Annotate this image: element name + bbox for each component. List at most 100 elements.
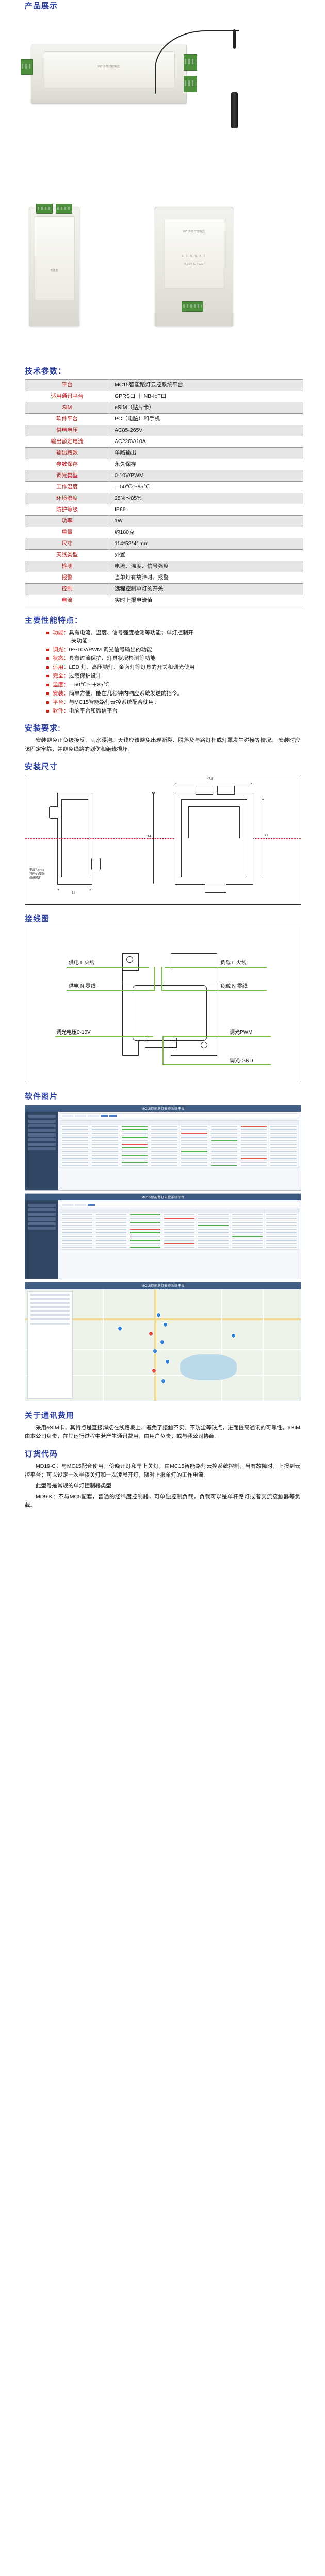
param-key: 供电电压 (25, 425, 109, 436)
feature-key: 软件： (53, 708, 69, 714)
screenshot2-toolbar[interactable] (60, 1202, 299, 1207)
table-row[interactable] (60, 1224, 299, 1228)
screenshot2-main (58, 1200, 301, 1279)
filter-field[interactable] (75, 1204, 86, 1206)
sidebar-item[interactable] (28, 1133, 56, 1137)
sidebar-item[interactable] (28, 1120, 56, 1123)
sidebar-item[interactable] (28, 1129, 56, 1132)
wire-dimming-pwm (163, 1036, 271, 1037)
query-button[interactable] (88, 1204, 95, 1206)
device-face-panel (44, 51, 175, 88)
dim-right-window (188, 806, 240, 838)
sidebar-item[interactable] (28, 1213, 56, 1216)
filter-field[interactable] (88, 1115, 99, 1117)
device-terminal-legend-top: S 1 N N A F (181, 255, 207, 258)
map-road-major-v (154, 1289, 156, 1401)
query-button[interactable] (101, 1115, 108, 1117)
param-value: GPRS口 ｜ NB-IoT口 (109, 391, 303, 402)
map-water-body (180, 1354, 237, 1380)
table-row[interactable] (60, 1231, 299, 1235)
dim-right-terminal-top2 (217, 786, 235, 795)
wiring-label-supply-l: 供电 L 火线 (69, 960, 95, 966)
sidebar-item[interactable] (28, 1147, 56, 1150)
map-marker[interactable] (165, 1359, 170, 1364)
screenshot1-toolbar[interactable] (60, 1113, 299, 1118)
param-key: 参数保存 (25, 459, 109, 470)
map-marker[interactable] (156, 1312, 161, 1318)
param-key: 检测 (25, 561, 109, 572)
feature-key: 温度： (53, 682, 69, 688)
table-row[interactable] (60, 1242, 299, 1246)
table-row[interactable] (60, 1154, 299, 1157)
param-key: 功率 (25, 515, 109, 527)
screenshot1-sidebar[interactable] (25, 1112, 58, 1190)
device-side-face (34, 216, 75, 301)
filter-field[interactable] (62, 1115, 73, 1117)
table-row[interactable] (60, 1228, 299, 1231)
software-screenshot-2[interactable]: MC15智能路灯云控系统平台 (25, 1193, 301, 1279)
table-row: 控制远程控制单灯的开关 (25, 583, 303, 595)
table-row[interactable] (60, 1235, 299, 1239)
table-row[interactable] (60, 1125, 299, 1128)
map-marker[interactable] (163, 1321, 168, 1327)
table-row: 电流实时上报电流值 (25, 595, 303, 606)
map-marker[interactable] (231, 1333, 236, 1338)
feature-text: 过载保护设计 (69, 673, 102, 679)
table-row[interactable] (60, 1164, 299, 1168)
sidebar-item[interactable] (28, 1222, 56, 1225)
filter-field[interactable] (75, 1115, 86, 1117)
param-value: 实时上报电流值 (109, 595, 303, 606)
filter-field[interactable] (62, 1204, 73, 1206)
sidebar-item[interactable] (28, 1217, 56, 1221)
wire-dimming-voltage (55, 1036, 153, 1037)
table-row[interactable] (60, 1239, 299, 1242)
sidebar-item[interactable] (28, 1143, 56, 1146)
table-row[interactable] (60, 1128, 299, 1132)
table-row[interactable] (60, 1150, 299, 1154)
param-key: 天线类型 (25, 549, 109, 561)
table-row[interactable] (60, 1246, 299, 1249)
table-row: 天线类型外置 (25, 549, 303, 561)
sidebar-item[interactable] (28, 1204, 56, 1207)
param-key: 平台 (25, 379, 109, 391)
sidebar-item[interactable] (28, 1138, 56, 1141)
feature-text: 电脑平台和微信平台 (69, 708, 118, 714)
table-row[interactable] (60, 1217, 299, 1221)
software-map-screenshot[interactable]: MC15智能路灯云控系统平台 (25, 1282, 301, 1401)
table-row[interactable] (60, 1146, 299, 1150)
map-marker[interactable] (160, 1378, 166, 1384)
table-row[interactable] (60, 1157, 299, 1161)
table-row[interactable] (60, 1213, 299, 1217)
map-marker-alarm[interactable] (148, 1331, 154, 1336)
table-row: 输出路数单路输出 (25, 447, 303, 459)
table-row[interactable] (60, 1136, 299, 1139)
param-value: 25%～85% (109, 493, 303, 504)
sidebar-item[interactable] (28, 1208, 56, 1211)
table-row[interactable] (60, 1139, 299, 1143)
map-side-panel[interactable] (27, 1291, 73, 1399)
product-datasheet-page: 产品展示 MD19单灯控制器 格瑞恩 MD19单灯控制器 S 1 N N A F… (0, 0, 325, 1519)
order-code-paragraph-1: MD19-C：与MC15配套使用，傍晚开灯和早上关灯，由MC15智能路灯云控系统… (25, 1463, 300, 1478)
screenshot2-sidebar[interactable] (25, 1200, 58, 1279)
reset-button[interactable] (109, 1115, 117, 1117)
list-item: 温度：—50℃～＋85℃ (45, 681, 325, 689)
sidebar-item[interactable] (28, 1115, 56, 1118)
antenna-cable (155, 30, 239, 94)
wire-load-n (161, 990, 267, 991)
software-screenshot-1[interactable]: MC15智能路灯云控系统平台 (25, 1105, 301, 1191)
feature-key: 平台： (53, 699, 69, 705)
table-row[interactable] (60, 1161, 299, 1164)
table-row[interactable] (60, 1132, 299, 1136)
table-row[interactable] (60, 1143, 299, 1146)
table-row[interactable] (60, 1221, 299, 1224)
sidebar-item[interactable] (28, 1227, 56, 1230)
list-item: 调光：0～10V/PWM 调光信号输出的功能 (45, 646, 325, 654)
map-marker[interactable] (159, 1339, 165, 1345)
sidebar-item[interactable] (28, 1124, 56, 1127)
param-value: 电流、温度、信号强度 (109, 561, 303, 572)
map-marker[interactable] (117, 1326, 123, 1331)
